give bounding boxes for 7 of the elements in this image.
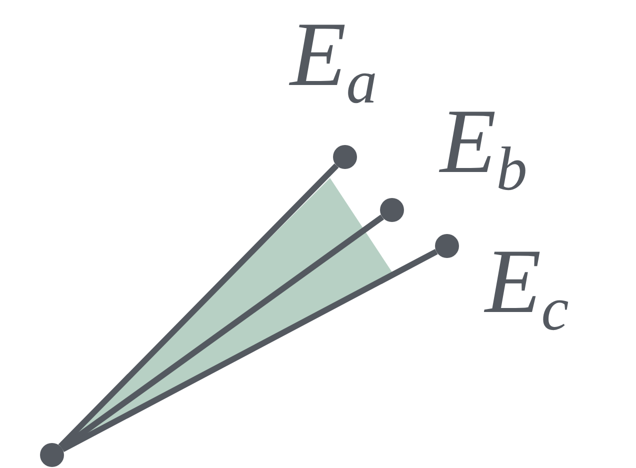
- vector-label: E$_{b}$: [440, 95, 528, 200]
- vector-label: E$_{a}$: [290, 8, 378, 114]
- origin-point: [40, 443, 64, 467]
- end-point: [333, 145, 357, 169]
- end-point: [380, 198, 404, 222]
- vector-label: E$_{c}$: [485, 235, 569, 340]
- end-point: [435, 234, 459, 258]
